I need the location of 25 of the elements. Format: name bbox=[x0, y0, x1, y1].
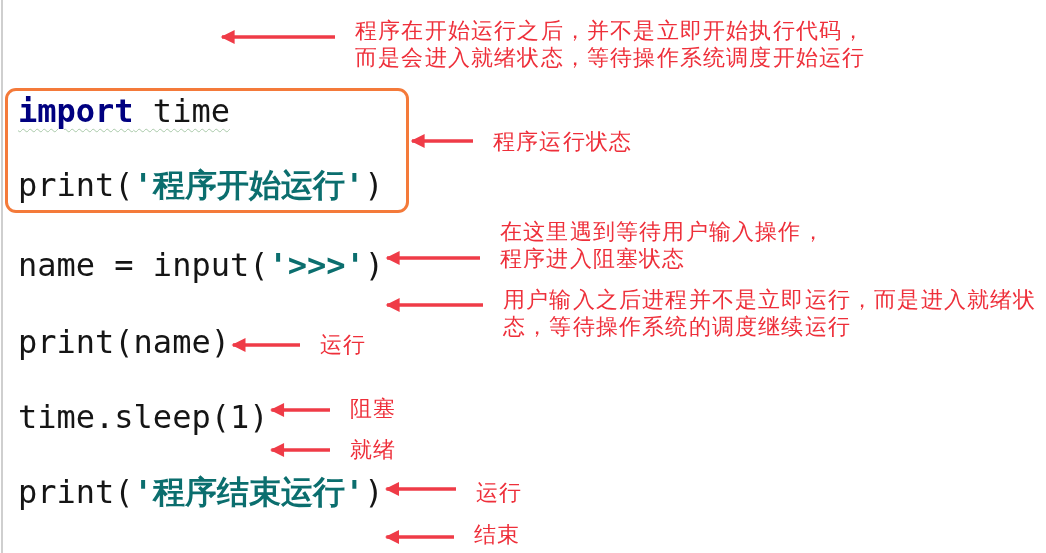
arrow bbox=[410, 134, 473, 148]
annotation: 运行 bbox=[320, 331, 367, 358]
code-line: print('程序开始运行') bbox=[18, 165, 384, 205]
arrow bbox=[385, 298, 483, 312]
annotation: 用户输入之后进程并不是立即运行，而是进入就绪状态，等待操作系统的调度继续运行 bbox=[503, 286, 1046, 340]
arrow bbox=[385, 530, 454, 544]
arrow bbox=[385, 482, 456, 496]
arrow bbox=[270, 443, 330, 457]
annotation: 阻塞 bbox=[350, 395, 397, 422]
code-line: print(name) bbox=[18, 322, 230, 362]
annotation: 程序在开始运行之后，并不是立即开始执行代码，而是会进入就绪状态，等待操作系统调度开始运行 bbox=[355, 17, 877, 71]
code-line: print('程序结束运行') bbox=[18, 472, 384, 512]
code-line: name = input('>>>') bbox=[18, 245, 385, 285]
annotation: 结束 bbox=[474, 521, 521, 548]
annotation: 运行 bbox=[476, 479, 523, 506]
annotation: 在这里遇到等待用户输入操作，程序进入阻塞状态 bbox=[500, 218, 834, 272]
arrow bbox=[220, 30, 335, 44]
arrow bbox=[385, 251, 480, 265]
code-line: time.sleep(1) bbox=[18, 397, 269, 437]
code-box bbox=[5, 88, 409, 213]
arrow bbox=[270, 403, 330, 417]
annotation: 程序运行状态 bbox=[493, 128, 633, 155]
annotation: 就绪 bbox=[350, 436, 397, 463]
arrow bbox=[231, 338, 300, 352]
code-line: import time bbox=[18, 91, 230, 131]
